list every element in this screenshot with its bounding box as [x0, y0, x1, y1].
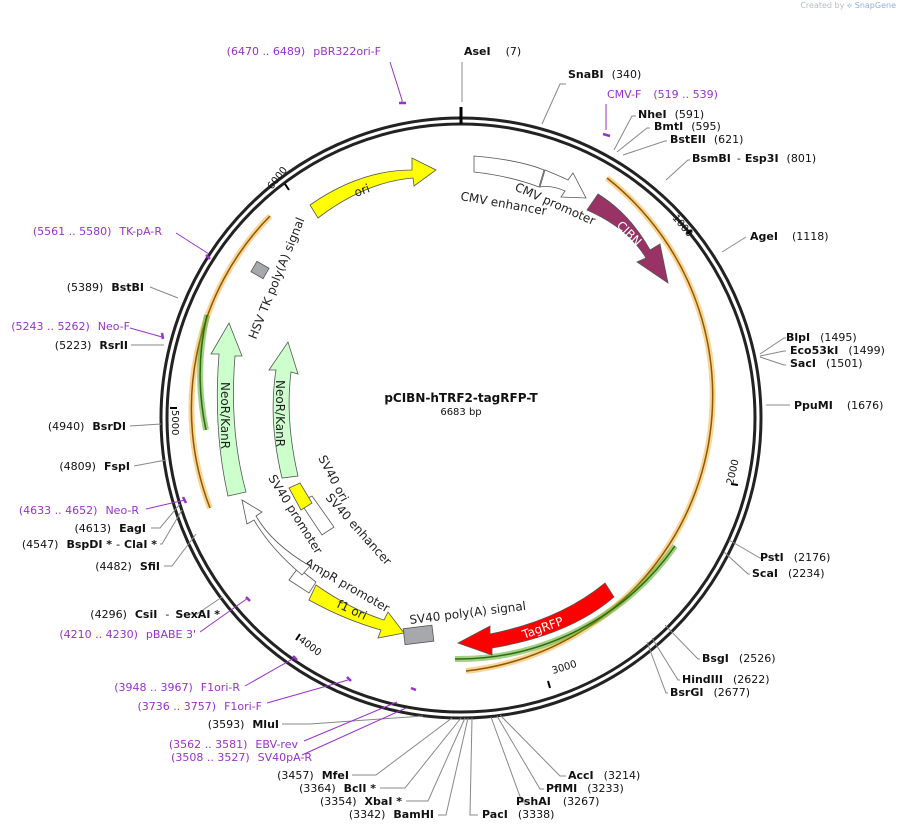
- snapgene-logo-icon: ⟡: [846, 1, 853, 10]
- enzyme-label: (4547)BspDI *-ClaI *: [22, 538, 157, 551]
- ori-label: ori: [352, 181, 371, 199]
- primer-label: (5243 .. 5262)Neo-F: [11, 320, 130, 333]
- primer-label: (3508 .. 3527)SV40pA-R: [171, 751, 312, 764]
- enzyme-label: BlpI(1495): [786, 331, 857, 344]
- enzyme-label: PacI(3338): [482, 808, 554, 821]
- primer-label: CMV-F(519 .. 539): [607, 88, 718, 101]
- plasmid-length: 6683 bp: [440, 407, 481, 418]
- sv40-polya-box: [402, 624, 435, 646]
- enzyme-label: BsgI(2526): [702, 652, 775, 665]
- tick-label-2000: 2000: [725, 458, 741, 485]
- enzyme-label: SacI(1501): [790, 357, 863, 370]
- sv40-polya-label: SV40 poly(A) signal: [409, 599, 527, 627]
- primer-label: (4633 .. 4652)Neo-R: [19, 504, 139, 517]
- ampr-promoter-arrow: [288, 567, 317, 594]
- enzyme-label: BmtI(595): [654, 120, 721, 133]
- hsv-tk-polya-box: [250, 260, 270, 280]
- neor-outer-label: NeoR/KanR: [218, 382, 232, 449]
- neor-outer-arrow: [210, 322, 247, 497]
- enzyme-label: PflMI(3233): [546, 782, 624, 795]
- tick-label-4000: 4000: [296, 635, 323, 659]
- enzyme-label: AseI(7): [464, 45, 521, 58]
- enzyme-label: BsmBI-Esp3I(801): [692, 152, 816, 165]
- enzyme-label: Eco53kI(1499): [790, 344, 885, 357]
- enzyme-label: NheI(591): [638, 108, 704, 121]
- outer-bands: [188, 175, 716, 674]
- enzyme-label: (5223)RsrII: [55, 339, 128, 352]
- tick-label-3000: 3000: [551, 659, 579, 677]
- enzyme-label: (3354)XbaI *: [320, 795, 402, 808]
- watermark-brand: SnapGene: [854, 1, 896, 10]
- cibn-arrow: [586, 193, 669, 284]
- enzyme-label: (3364)BclI *: [299, 782, 376, 795]
- primer-label: (5561 .. 5580)TK-pA-R: [33, 225, 163, 238]
- cmv-enhancer-arrow: [473, 155, 545, 188]
- enzyme-label: PpuMI(1676): [794, 399, 883, 412]
- cmv-promoter-arrow: [539, 169, 587, 199]
- primer-label: (3736 .. 3757)F1ori-F: [138, 700, 263, 713]
- primer-label: (3562 .. 3581)EBV-rev: [169, 738, 299, 751]
- enzyme-label: (4940)BsrDI: [48, 420, 126, 433]
- ori-arrow: [309, 157, 437, 219]
- enzyme-label: (5389)BstBI: [67, 281, 144, 294]
- enzyme-label: HindIII(2622): [682, 673, 770, 686]
- neor-inner-label: NeoR/KanR: [273, 380, 287, 447]
- plasmid-name: pCIBN-hTRF2-tagRFP-T: [384, 391, 538, 405]
- enzyme-label: (4482)SfiI: [95, 560, 160, 573]
- enzyme-labels: AseI(7) SnaBI(340) NheI(591) BmtI(595) B…: [22, 45, 885, 821]
- primer-markers: [129, 61, 611, 756]
- primer-labels: (6470 .. 6489)pBR322ori-F CMV-F(519 .. 5…: [11, 45, 718, 764]
- enzyme-leader-lines: [129, 62, 790, 816]
- enzyme-label: (3593)MluI: [208, 718, 279, 731]
- sv40-promoter-arrow: [241, 499, 311, 576]
- enzyme-label: (4809)FspI: [59, 460, 130, 473]
- enzyme-label: (4296)CsiI-SexAI *: [90, 608, 220, 621]
- enzyme-label: AccI(3214): [568, 769, 640, 782]
- enzyme-label: BstEII(621): [670, 133, 743, 146]
- enzyme-label: (3457)MfeI: [277, 769, 349, 782]
- snapgene-watermark: Created by ⟡ SnapGene: [800, 1, 896, 11]
- watermark-created-by: Created by: [800, 1, 845, 10]
- f1-ori-arrow: [308, 584, 405, 639]
- neor-inner-arrow: [268, 341, 299, 479]
- enzyme-label: ScaI(2234): [752, 567, 825, 580]
- tagrfp-arrow: [457, 582, 615, 656]
- features: ori CMV promoter CMV enhancer CIBN TagRF…: [210, 155, 669, 656]
- enzyme-label: BsrGI(2677): [670, 686, 750, 699]
- enzyme-label: PshAI(3267): [516, 795, 599, 808]
- primer-label: (4210 .. 4230)pBABE 3': [59, 628, 196, 641]
- enzyme-label: (3342)BamHI: [349, 808, 434, 821]
- enzyme-label: SnaBI(340): [568, 68, 641, 81]
- enzyme-label: (4613)EagI: [75, 522, 146, 535]
- sv40-ori-box: [288, 482, 313, 511]
- tick-label-5000: 5000: [169, 410, 180, 435]
- primer-label: (3948 .. 3967)F1ori-R: [114, 681, 240, 694]
- primer-label: (6470 .. 6489)pBR322ori-F: [227, 45, 381, 58]
- enzyme-label: PstI(2176): [760, 551, 830, 564]
- sv40-enhancer-label: SV40 enhancer: [323, 491, 395, 568]
- enzyme-label: AgeI(1118): [750, 230, 829, 243]
